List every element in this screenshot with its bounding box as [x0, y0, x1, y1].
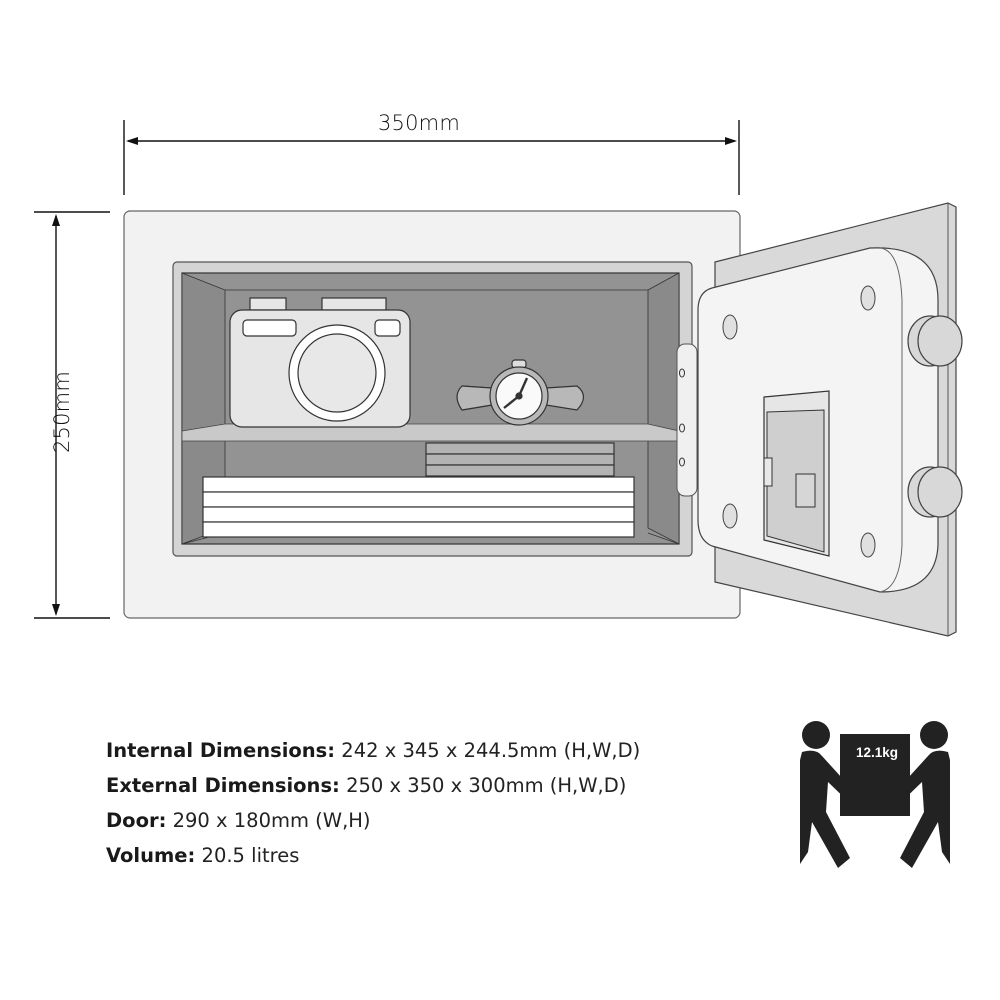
- spec-volume: Volume: 20.5 litres: [106, 844, 300, 867]
- height-dimension-label: 250mm: [50, 371, 74, 453]
- width-dimension: [123, 120, 740, 195]
- weight-label: 12.1kg: [855, 745, 899, 760]
- height-dimension: [34, 211, 110, 619]
- safe-door: [676, 202, 963, 637]
- folder-stack: [425, 442, 615, 477]
- width-dimension-label: 350mm: [378, 111, 460, 135]
- specifications-list: Internal Dimensions: 242 x 345 x 244.5mm…: [106, 733, 640, 873]
- document-stack: [202, 476, 635, 538]
- spec-door: Door: 290 x 180mm (W,H): [106, 809, 371, 832]
- spec-external-dimensions: External Dimensions: 250 x 350 x 300mm (…: [106, 774, 627, 797]
- watch-illustration: [456, 359, 585, 426]
- two-person-lift-icon: [800, 721, 950, 868]
- spec-internal-dimensions: Internal Dimensions: 242 x 345 x 244.5mm…: [106, 739, 641, 762]
- camera-illustration: [229, 297, 411, 428]
